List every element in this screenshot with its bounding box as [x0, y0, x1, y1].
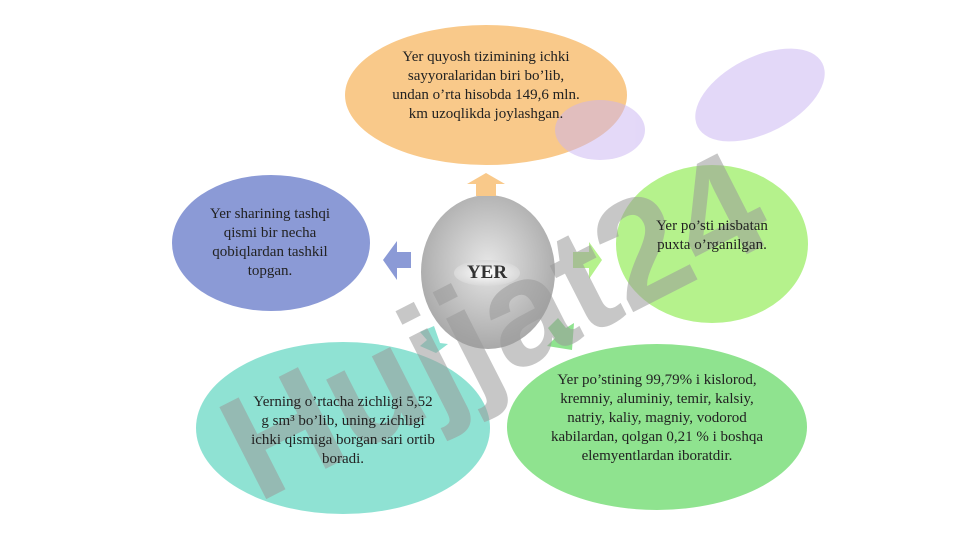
node-left-bubble [172, 175, 370, 311]
arrow-down-right [547, 318, 574, 350]
watermark-purple-blob-1 [555, 100, 645, 160]
arrow-right [573, 242, 602, 279]
watermark-accent [555, 48, 825, 160]
node-right-text: Yer po’sti nisbatan puxta o’rganilgan. [656, 218, 768, 253]
center-label: YER [466, 262, 508, 283]
center-label-plate [454, 260, 520, 286]
arrow-down-left [420, 326, 448, 353]
node-bottom-left-text: Yerning o’rtacha zichligi 5,52 g sm³ bo’… [251, 394, 435, 467]
node-bottom-right-bubble [507, 344, 807, 510]
node-top-text: Yer quyosh tizimining ichki sayyoralarid… [392, 49, 580, 122]
node-left-text: Yer sharining tashqi qismi bir necha qob… [209, 206, 331, 279]
arrow-up [467, 173, 505, 196]
node-right-bubble [616, 165, 808, 323]
watermark-purple-blob-2 [695, 48, 825, 142]
arrow-left [383, 241, 411, 280]
node-bottom-left-bubble [196, 342, 490, 514]
node-bottom-right-text: Yer po’stining 99,79% i kislorod, kremni… [550, 372, 764, 464]
